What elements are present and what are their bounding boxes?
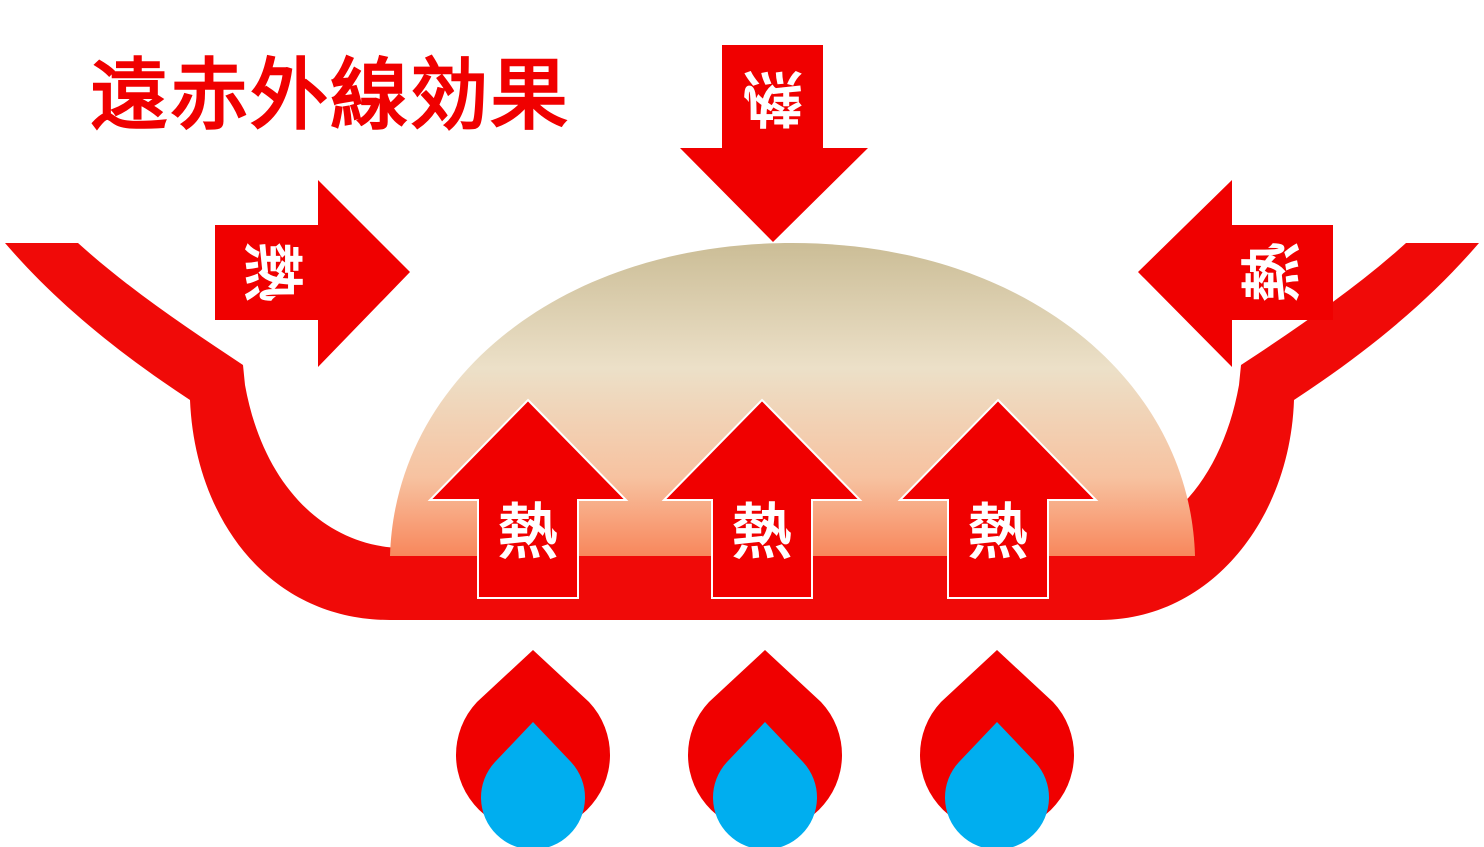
flame-icon [920, 650, 1074, 847]
arrow-up-3: 熱 [897, 398, 1099, 599]
flame-icon [456, 650, 610, 847]
heat-label-left: 熱 [236, 242, 306, 302]
arrow-left-right: 熱 [1138, 180, 1333, 367]
arrow-up-2: 熱 [661, 398, 863, 599]
arrow-down-top: 熱 [680, 45, 868, 242]
heat-label-up-1: 熱 [498, 498, 558, 568]
heat-label-up-2: 熱 [732, 498, 792, 568]
diagram-title: 遠赤外線効果 [90, 51, 570, 141]
heat-label-up-3: 熱 [968, 498, 1028, 568]
heat-label-top: 熱 [743, 62, 803, 132]
arrow-up-1: 熱 [427, 398, 629, 599]
heat-label-right: 熱 [1238, 242, 1308, 302]
arrow-right-left: 熱 [215, 180, 410, 367]
flame-icon [688, 650, 842, 847]
